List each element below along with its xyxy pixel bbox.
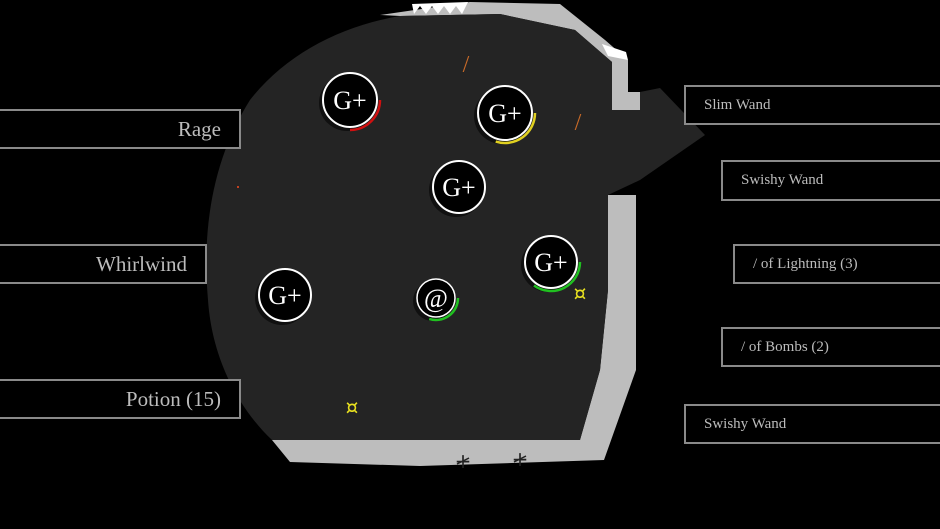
doors: + + — [455, 447, 529, 473]
item-swishy-wand-2[interactable]: Swishy Wand — [684, 404, 940, 444]
token-glyph: G+ — [268, 281, 301, 310]
gold-pickup[interactable]: ¤ — [574, 281, 587, 305]
skill-label: Rage — [177, 116, 221, 141]
skill-label: Potion (15) — [125, 386, 221, 411]
wall-right — [272, 195, 636, 466]
wall-top-notch — [412, 2, 468, 14]
wand-pickup[interactable]: / — [575, 110, 582, 136]
monster-token[interactable]: G+ — [521, 235, 582, 293]
item-label: Slim Wand — [704, 96, 771, 113]
monster-token[interactable]: G+ — [474, 85, 537, 145]
monster-token[interactable]: G+ — [255, 268, 312, 325]
monster-token[interactable]: G+ — [429, 160, 486, 217]
token-circle — [322, 72, 378, 128]
skill-rage[interactable]: Rage — [0, 109, 241, 149]
wand-pickup[interactable]: / — [463, 52, 470, 78]
entities-layer: G+ G+ G+ G+ G+ @ — [255, 72, 582, 325]
item-label: / of Lightning (3) — [753, 255, 858, 272]
monster-token[interactable]: G+ — [319, 72, 382, 132]
item-label: Swishy Wand — [741, 172, 824, 188]
item-bombs[interactable]: / of Bombs (2) — [721, 327, 940, 367]
dungeon-walls — [272, 2, 640, 466]
item-swishy-wand[interactable]: Swishy Wand — [721, 160, 940, 201]
gold-pickup[interactable]: ¤ — [346, 395, 359, 419]
token-circle — [258, 268, 312, 322]
token-glyph: G+ — [333, 86, 366, 115]
token-circle — [524, 235, 578, 289]
token-circle — [416, 278, 456, 318]
health-arc — [533, 261, 582, 293]
wall-corner — [602, 44, 628, 60]
health-arc — [428, 297, 460, 322]
wand-pickups: / / — [463, 52, 582, 136]
skill-potion[interactable]: Potion (15) — [0, 379, 241, 419]
token-glyph: G+ — [442, 173, 475, 202]
door-strike — [456, 457, 470, 465]
item-slim-wand[interactable]: Slim Wand — [684, 85, 940, 125]
token-glyph: @ — [424, 284, 448, 313]
skill-label: Whirlwind — [96, 251, 187, 276]
item-label: / of Bombs (2) — [741, 338, 829, 355]
wall-top — [380, 2, 640, 110]
item-lightning[interactable]: / of Lightning (3) — [733, 244, 940, 284]
door-strike — [513, 455, 527, 463]
health-arc — [349, 99, 382, 132]
item-label: Swishy Wand — [704, 415, 787, 432]
token-glyph: G+ — [488, 99, 521, 128]
token-glyph: G+ — [534, 248, 567, 277]
player-token[interactable]: @ — [413, 278, 460, 322]
token-circle — [432, 160, 486, 214]
skill-whirlwind[interactable]: Whirlwind — [0, 244, 207, 284]
gold-pickups: ¤ ¤ — [346, 281, 587, 419]
blood-speck — [237, 186, 239, 188]
token-circle — [477, 85, 533, 141]
health-arc — [495, 112, 537, 145]
